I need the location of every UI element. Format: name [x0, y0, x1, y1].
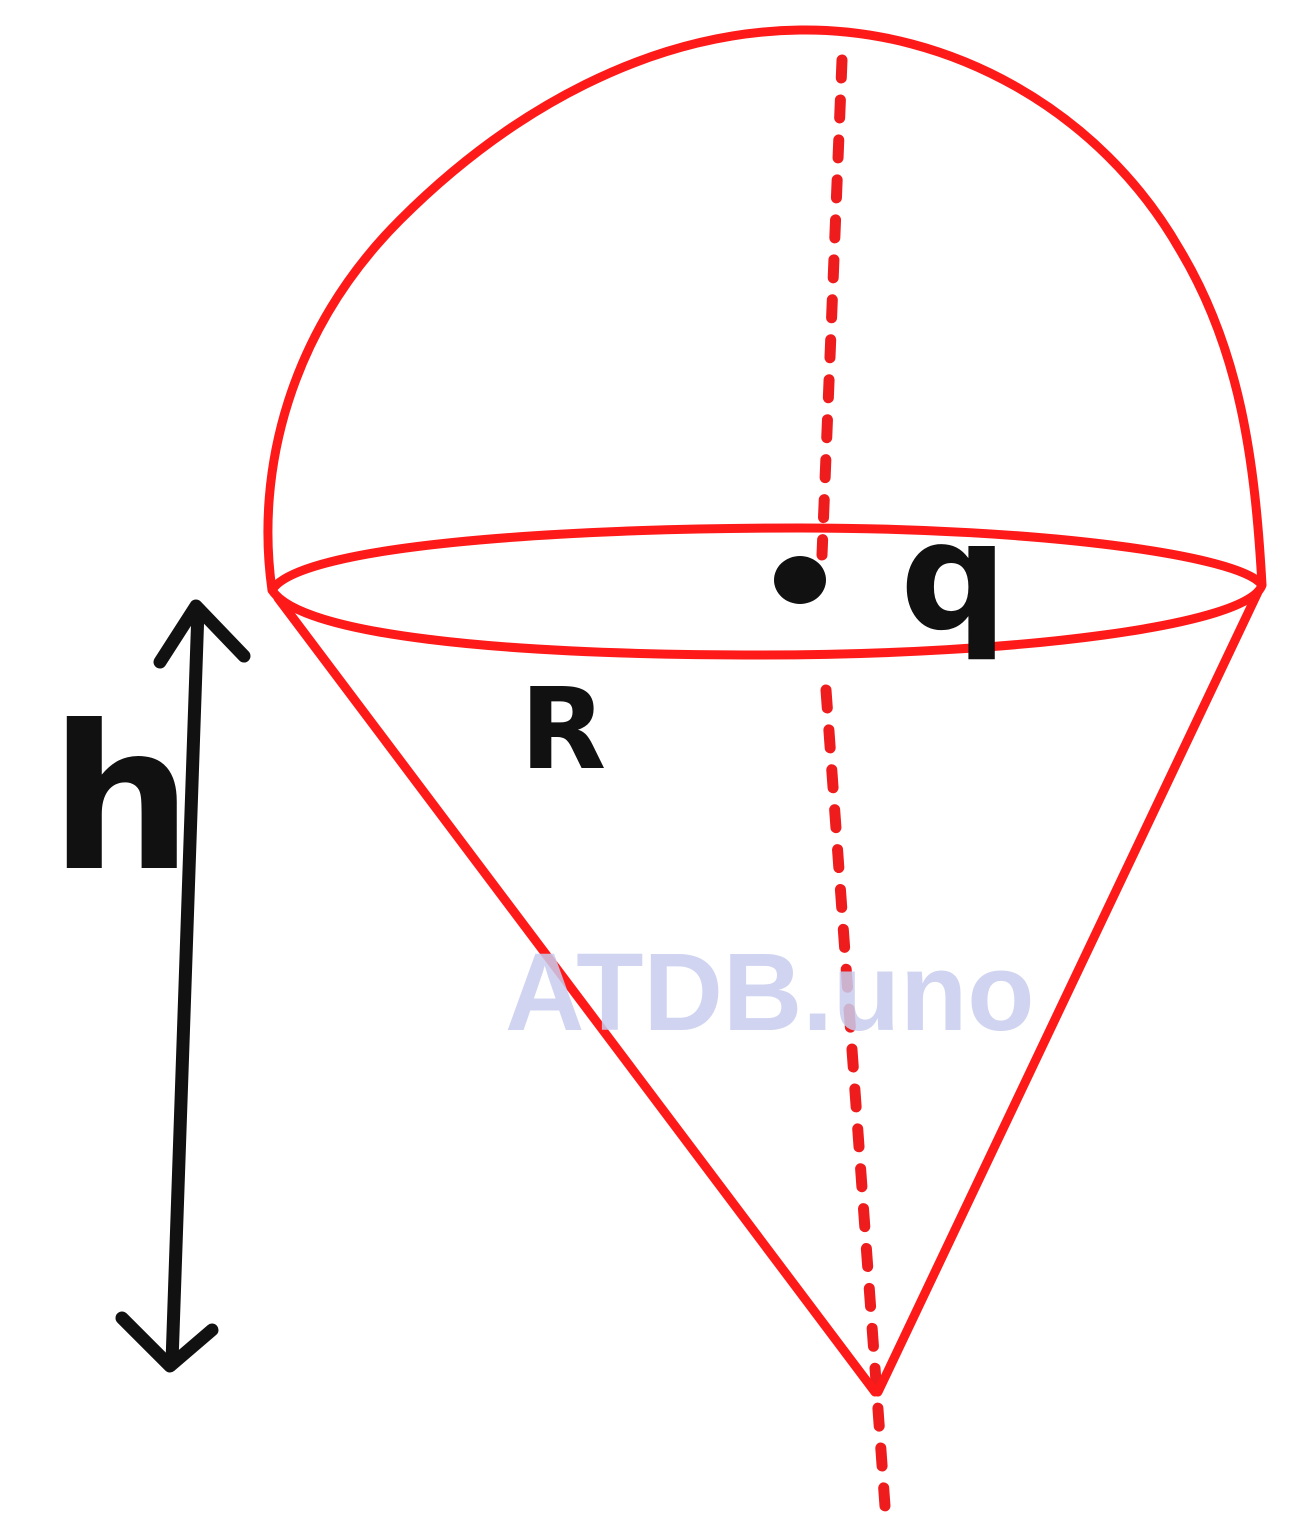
- hemisphere-dome: [263, 25, 1267, 595]
- height-arrow-head-bottom: [115, 1311, 219, 1373]
- height-arrow-shaft: [165, 603, 205, 1369]
- height-arrow-head-top: [153, 599, 251, 669]
- symmetry-axis-lower: [820, 684, 892, 1526]
- height-label: h: [50, 683, 192, 916]
- radius-label: R: [520, 665, 606, 795]
- charge-dot: [774, 556, 826, 604]
- equator-ellipse: [267, 523, 1267, 660]
- cone-left-edge: [273, 593, 880, 1397]
- charge-label: q: [900, 490, 1007, 664]
- symmetry-axis-upper: [816, 54, 848, 561]
- watermark-text: ATDB.uno: [505, 931, 1034, 1054]
- cone-right-edge: [873, 587, 1263, 1397]
